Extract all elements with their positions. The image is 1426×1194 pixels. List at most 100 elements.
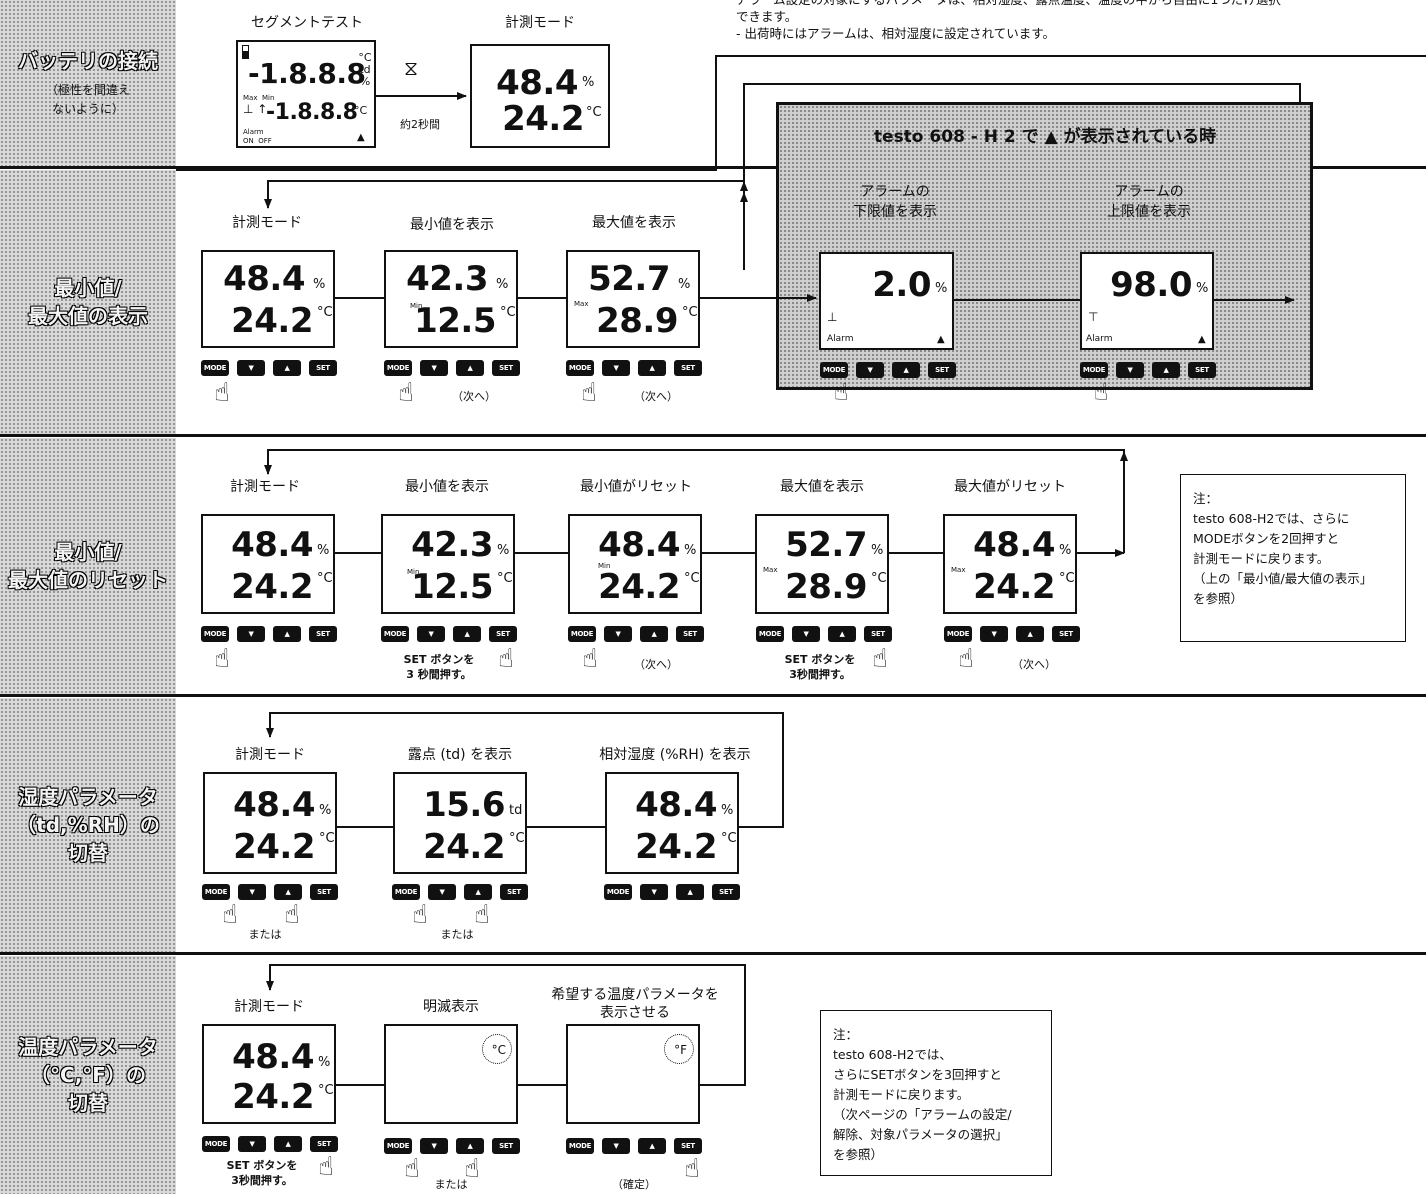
- set-button[interactable]: SET: [864, 626, 892, 642]
- set-button[interactable]: SET: [928, 362, 956, 378]
- mode-button[interactable]: MODE: [1080, 362, 1108, 378]
- set-button[interactable]: SET: [676, 626, 704, 642]
- up-button[interactable]: ▲: [453, 626, 481, 642]
- temperature-value: 24.2: [233, 827, 315, 867]
- mode-button[interactable]: MODE: [566, 1138, 594, 1154]
- next-label: （次へ）: [634, 390, 678, 403]
- set-button[interactable]: SET: [500, 884, 528, 900]
- hand-press-icon: ☝: [222, 900, 238, 930]
- hand-press-icon: ☝: [498, 644, 514, 674]
- mode-button[interactable]: MODE: [944, 626, 972, 642]
- mode-button[interactable]: MODE: [381, 626, 409, 642]
- mode-button[interactable]: MODE: [756, 626, 784, 642]
- divider: [0, 694, 1426, 697]
- high-limit-icon: ⊤: [1088, 310, 1099, 324]
- set-button[interactable]: SET: [310, 1136, 338, 1152]
- confirm-label: （確定）: [612, 1178, 656, 1191]
- down-button[interactable]: ▼: [238, 1136, 266, 1152]
- down-button[interactable]: ▼: [428, 884, 456, 900]
- down-button[interactable]: ▼: [237, 626, 265, 642]
- up-button[interactable]: ▲: [456, 360, 484, 376]
- down-button[interactable]: ▼: [1116, 362, 1144, 378]
- set-button[interactable]: SET: [1188, 362, 1216, 378]
- down-button[interactable]: ▼: [420, 1138, 448, 1154]
- button-row: MODE ▼ ▲ SET: [566, 1138, 702, 1154]
- temperature-value: 24.2: [598, 567, 680, 607]
- set-button[interactable]: SET: [674, 360, 702, 376]
- down-button[interactable]: ▼: [420, 360, 448, 376]
- temperature-value: 12.5: [414, 301, 496, 341]
- up-button[interactable]: ▲: [638, 1138, 666, 1154]
- unit-degc: °C: [317, 571, 333, 586]
- mode-button[interactable]: MODE: [201, 360, 229, 376]
- set-button[interactable]: SET: [674, 1138, 702, 1154]
- down-button[interactable]: ▼: [792, 626, 820, 642]
- mode-button[interactable]: MODE: [384, 360, 412, 376]
- mode-button[interactable]: MODE: [384, 1138, 412, 1154]
- temperature-value: 24.2: [502, 99, 584, 139]
- divider: [0, 434, 1426, 437]
- measure-mode-label: 計測モード: [230, 479, 300, 495]
- up-button[interactable]: ▲: [638, 360, 666, 376]
- up-button[interactable]: ▲: [1016, 626, 1044, 642]
- mode-button[interactable]: MODE: [202, 884, 230, 900]
- up-button[interactable]: ▲: [640, 626, 668, 642]
- up-button[interactable]: ▲: [1152, 362, 1180, 378]
- set-button[interactable]: SET: [492, 360, 520, 376]
- max-tag: Max: [574, 300, 589, 308]
- mode-button[interactable]: MODE: [392, 884, 420, 900]
- set-button[interactable]: SET: [309, 360, 337, 376]
- wait-2-sec-label: 約2秒間: [400, 118, 440, 131]
- unit-degc: °C: [318, 1083, 334, 1098]
- up-button[interactable]: ▲: [676, 884, 704, 900]
- down-button[interactable]: ▼: [602, 360, 630, 376]
- down-button[interactable]: ▼: [604, 626, 632, 642]
- measure-mode-display: 48.4 % 24.2 °C: [201, 250, 335, 348]
- down-button[interactable]: ▼: [980, 626, 1008, 642]
- set-button[interactable]: SET: [1052, 626, 1080, 642]
- set-hold-instruction: SET ボタンを 3秒間押す。: [226, 1159, 298, 1187]
- up-button[interactable]: ▲: [828, 626, 856, 642]
- unit-degc: °C: [586, 105, 602, 120]
- up-button[interactable]: ▲: [273, 626, 301, 642]
- min-display: 42.3 % Min 12.5 °C: [384, 250, 518, 348]
- max-tag: Max: [763, 566, 778, 574]
- button-row: MODE ▼ ▲ SET: [201, 360, 337, 376]
- segment-test-display: -1.8.8.8 °C td % Max Min ⊥ ↑ -1.8.8.8 °C…: [236, 40, 376, 148]
- down-button[interactable]: ▼: [237, 360, 265, 376]
- mode-button[interactable]: MODE: [566, 360, 594, 376]
- next-label: （次へ）: [634, 658, 678, 671]
- unit-pct: %: [582, 75, 595, 90]
- alarm-high-label: アラームの 上限値を表示: [1107, 184, 1191, 220]
- humidity-value: 48.4: [496, 63, 578, 103]
- up-button[interactable]: ▲: [274, 884, 302, 900]
- button-row: MODE ▼ ▲ SET: [756, 626, 892, 642]
- down-button[interactable]: ▼: [856, 362, 884, 378]
- mode-button[interactable]: MODE: [202, 1136, 230, 1152]
- set-button[interactable]: SET: [712, 884, 740, 900]
- mode-button[interactable]: MODE: [604, 884, 632, 900]
- down-button[interactable]: ▼: [238, 884, 266, 900]
- mode-button[interactable]: MODE: [201, 626, 229, 642]
- hand-press-icon: ☝: [474, 900, 490, 930]
- set-button[interactable]: SET: [309, 626, 337, 642]
- down-button[interactable]: ▼: [602, 1138, 630, 1154]
- up-button[interactable]: ▲: [456, 1138, 484, 1154]
- hand-press-icon: ☝: [284, 900, 300, 930]
- set-button[interactable]: SET: [310, 884, 338, 900]
- blink-degc: °C: [491, 1043, 506, 1057]
- up-button[interactable]: ▲: [273, 360, 301, 376]
- segment-bottom-value: -1.8.8.8: [266, 100, 358, 125]
- mode-button[interactable]: MODE: [568, 626, 596, 642]
- up-button[interactable]: ▲: [892, 362, 920, 378]
- min-reset-display: 48.4 % Min 24.2 °C: [568, 514, 702, 614]
- down-button[interactable]: ▼: [640, 884, 668, 900]
- set-button[interactable]: SET: [489, 626, 517, 642]
- up-button[interactable]: ▲: [274, 1136, 302, 1152]
- up-button[interactable]: ▲: [464, 884, 492, 900]
- down-button[interactable]: ▼: [417, 626, 445, 642]
- set-button[interactable]: SET: [492, 1138, 520, 1154]
- mode-button[interactable]: MODE: [820, 362, 848, 378]
- set-hold-instruction: SET ボタンを 3秒間押す。: [784, 653, 856, 681]
- section-temp-param: 温度パラメータ （°C,°F）の 切替: [0, 956, 176, 1194]
